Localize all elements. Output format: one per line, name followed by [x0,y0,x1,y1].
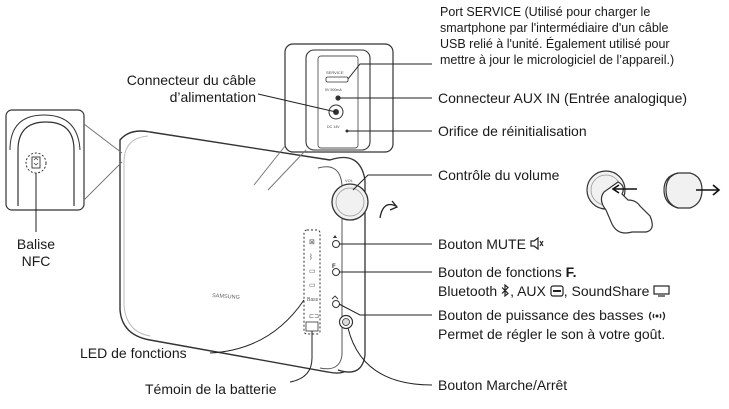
rotate-arrow-icon [379,203,397,219]
svg-text:▭: ▭ [309,268,316,275]
bass-icon [647,308,667,325]
aux-in-label: Connecteur AUX IN (Entrée analogique) [438,90,688,106]
svg-text:SERVICE: SERVICE [326,70,344,75]
svg-text:DC 14V: DC 14V [327,125,340,129]
svg-text:ᛒ: ᛒ [309,253,313,261]
led-label: LED de fonctions [80,345,187,361]
power-cable-label: Connecteur du câble d’alimentation [126,72,256,105]
reset-label: Orifice de réinitialisation [438,123,587,139]
bass-label: Bouton de puissance des basses [438,307,667,325]
nfc-label: Balise NFC [16,236,56,269]
nfc-callout-line [83,123,123,154]
volume-label: Contrôle du volume [438,167,560,183]
service-port[interactable] [325,76,349,83]
leader-lines [209,63,433,386]
svg-text:5V 500mA: 5V 500mA [325,88,342,92]
volume-hand-illustration [586,170,721,234]
svg-text:⊏⊐: ⊏⊐ [309,314,319,320]
aux-icon [550,284,564,301]
svg-text:VOL: VOL [345,178,354,183]
function-led-area [303,229,321,335]
svg-text:⊠: ⊠ [309,239,315,246]
function-modes-label: Bluetooth , AUX , SoundShare [438,283,670,301]
power-button[interactable] [338,314,354,330]
function-label: Bouton de fonctions F. [438,264,577,280]
function-letter: F. [565,264,577,280]
volume-knob[interactable]: VOL [331,178,369,221]
svg-text:▭: ▭ [309,282,316,289]
svg-text:Bass: Bass [307,297,319,303]
mute-icon [530,236,544,254]
mute-label: Bouton MUTE [438,236,544,254]
power-label: Bouton Marche/Arrêt [438,377,568,393]
soundshare-tv-icon [653,284,670,301]
service-port-label: Port SERVICE (Utilisé pour charger le sm… [440,5,675,67]
svg-text:F: F [332,264,336,270]
nfc-inset [5,109,85,211]
bluetooth-icon [501,283,510,301]
function-led-icons: ⊠ ᛒ ▭ ▭ Bass ⊏⊐ [307,239,319,320]
brand-logo: SAMSUNG [212,293,240,301]
battery-label: Témoin de la batterie [145,381,277,397]
bass-description: Permet de régler le son à votre goût. [438,326,666,342]
